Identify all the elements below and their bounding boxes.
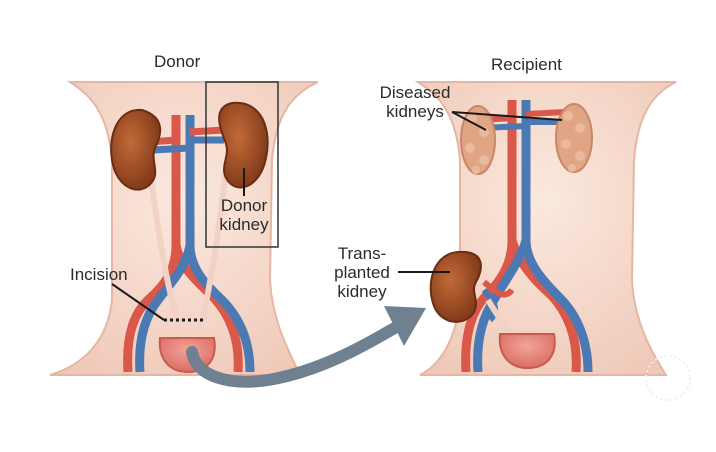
watermark-ring [645,355,691,401]
donor-kidney-label-line1: Donor [220,196,268,215]
diseased-right-kidney [555,103,593,173]
donor-kidney [218,101,269,189]
diseased-left-kidney [460,105,496,175]
diseased-kidneys-label-line1: Diseased [379,83,451,102]
donor-vessels [123,115,255,373]
incision-label: Incision [70,265,128,284]
recipient-title: Recipient [491,55,562,74]
recipient-vessels [461,100,593,373]
donor-left-kidney [110,108,162,191]
transplanted-kidney-label: Trans- planted kidney [328,244,396,301]
diseased-pointer-right [451,111,563,121]
donor-kidney-label-line2: kidney [219,215,269,234]
recipient-torso [414,81,677,376]
recipient-bladder [498,333,556,370]
transplanted-kidney [429,250,482,323]
donor-title: Donor [154,52,201,71]
incision-pointer [111,283,165,321]
donor-kidney-highlight-box [205,81,279,248]
transplanted-kidney-label-line2: planted [334,263,390,282]
transfer-arrow [186,306,426,388]
transplanted-kidney-label-line1: Trans- [337,244,387,263]
diseased-kidneys-label: Diseased kidneys [372,83,458,121]
donor-kidney-label: Donor kidney [218,196,270,234]
transplanted-kidney-label-line3: kidney [337,282,387,301]
diseased-pointer-left [451,111,487,131]
diseased-kidneys-label-line2: kidneys [386,102,444,121]
